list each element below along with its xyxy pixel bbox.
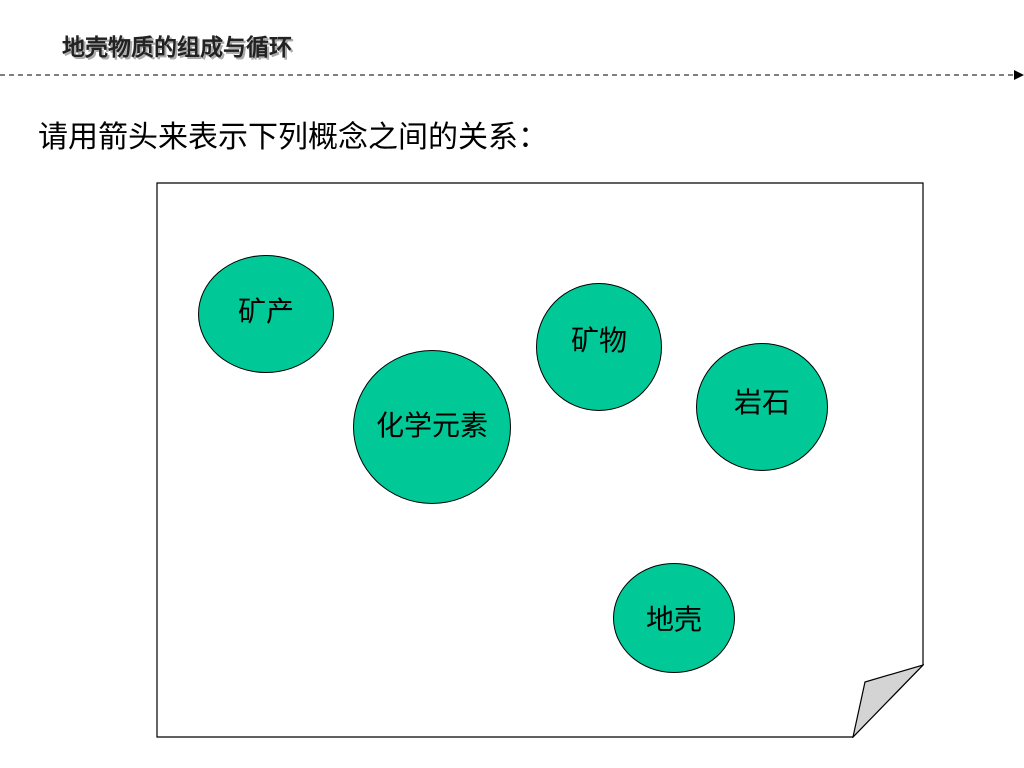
concept-ore[interactable]: 矿产 <box>198 255 334 373</box>
concept-mineral-label: 矿物 <box>570 324 627 357</box>
paper-sheet <box>156 182 924 738</box>
concept-rock[interactable]: 岩石 <box>696 343 828 471</box>
concept-chemical-element[interactable]: 化学元素 <box>353 350 511 504</box>
concept-crust[interactable]: 地壳 <box>613 563 735 673</box>
concept-mineral[interactable]: 矿物 <box>536 283 662 411</box>
header-divider <box>0 70 1024 80</box>
page-curl <box>852 664 924 738</box>
slide-header: 地壳物质的组成与循环 <box>62 35 292 61</box>
concept-rock-label: 岩石 <box>733 386 790 419</box>
question-prompt: 请用箭头来表示下列概念之间的关系： <box>38 120 548 155</box>
concept-crust-label: 地壳 <box>645 603 702 636</box>
concept-ore-label: 矿产 <box>237 295 294 328</box>
concept-chemical-element-label: 化学元素 <box>375 409 488 442</box>
